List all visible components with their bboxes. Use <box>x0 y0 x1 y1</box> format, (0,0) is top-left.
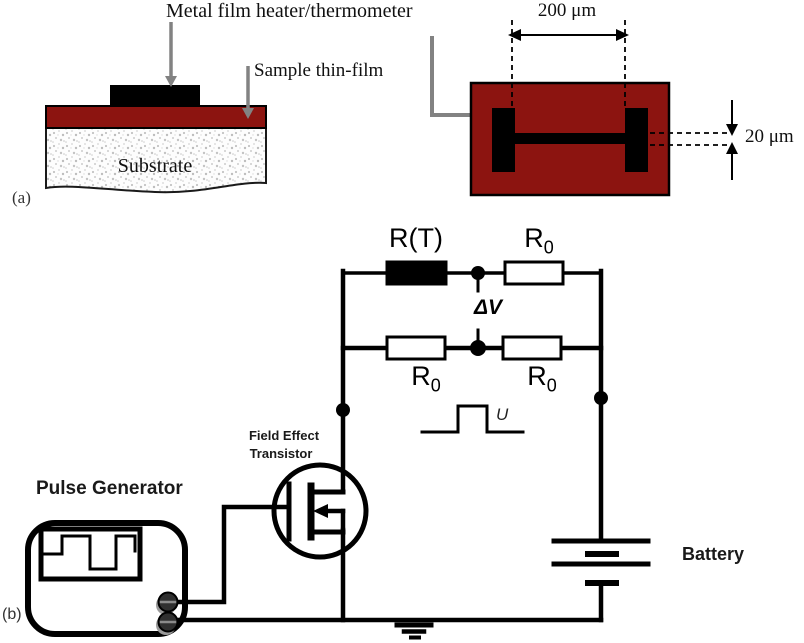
heater-pointer-arrow <box>165 22 177 87</box>
resistor-r0-bottom-left <box>385 335 447 361</box>
left-contact-pad <box>492 108 515 172</box>
right-contact-pad <box>625 108 648 172</box>
r0-bottom-right-label: R0 <box>527 362 572 395</box>
panel-a-tag: (a) <box>12 188 31 207</box>
output-terminal-top <box>156 591 179 615</box>
r0-bottom-left-text: R0 <box>411 361 441 396</box>
width-dimension-text: 200 μm <box>537 0 597 21</box>
width-dimension-label: 200 μm <box>538 1 625 21</box>
heater-line <box>514 133 626 144</box>
sample-film-layer <box>45 105 267 129</box>
junction-dot <box>594 391 608 405</box>
voltage-pulse-symbol <box>420 404 525 434</box>
r0-top-label: R0 <box>524 224 569 257</box>
r0-bottom-left-label: R0 <box>411 362 456 395</box>
junction-dot <box>336 403 350 417</box>
junction-dot <box>470 340 486 356</box>
heater-label: Metal film heater/thermometer <box>166 0 413 22</box>
film-pointer-arrow <box>242 66 254 119</box>
delta-v-text: ΔV <box>473 296 503 319</box>
resistor-r0-bottom-right <box>501 335 563 361</box>
fet-label-line1: Field Effect <box>249 429 354 443</box>
fet-label-line2-text: Transistor <box>249 446 313 461</box>
circuit-panel <box>25 260 651 640</box>
resistor-rt <box>385 260 448 286</box>
junction-dot <box>471 266 485 280</box>
mosfet-symbol <box>271 462 369 623</box>
film-label: Sample thin-film <box>254 60 384 81</box>
height-dimension <box>650 100 738 180</box>
pulse-symbol-label: U <box>496 405 509 424</box>
r0-top-text: R0 <box>524 223 554 258</box>
resistor-r0-top <box>503 260 565 286</box>
pulse-generator-waveform <box>43 534 137 571</box>
substrate-label-text: Substrate <box>117 155 193 177</box>
fet-label-line1-text: Field Effect <box>248 428 320 443</box>
height-dimension-label: 20 μm <box>745 126 794 147</box>
mosfet-arrow <box>313 504 328 518</box>
output-terminal-bottom <box>156 611 179 635</box>
gate-wire <box>165 504 292 605</box>
battery-label: Battery <box>682 544 745 564</box>
r0-bottom-right-text: R0 <box>527 361 557 396</box>
battery-symbol <box>551 538 651 623</box>
rt-label: R(T) <box>389 224 470 253</box>
panel-b-tag: (b) <box>2 606 22 623</box>
delta-v-label: ΔV <box>474 296 516 319</box>
cross-section-panel <box>45 22 267 194</box>
heater-block <box>110 85 200 106</box>
top-view-panel <box>430 20 738 197</box>
pulse-generator-label: Pulse Generator <box>36 478 183 499</box>
width-dimension <box>508 20 629 106</box>
rt-label-text: R(T) <box>389 223 443 253</box>
mosfet-body-circle <box>271 462 369 560</box>
substrate-label: Substrate <box>118 156 229 177</box>
substrate-shape <box>45 127 267 194</box>
fet-label-line2: Transistor <box>250 447 344 461</box>
ground-symbol <box>394 622 434 640</box>
